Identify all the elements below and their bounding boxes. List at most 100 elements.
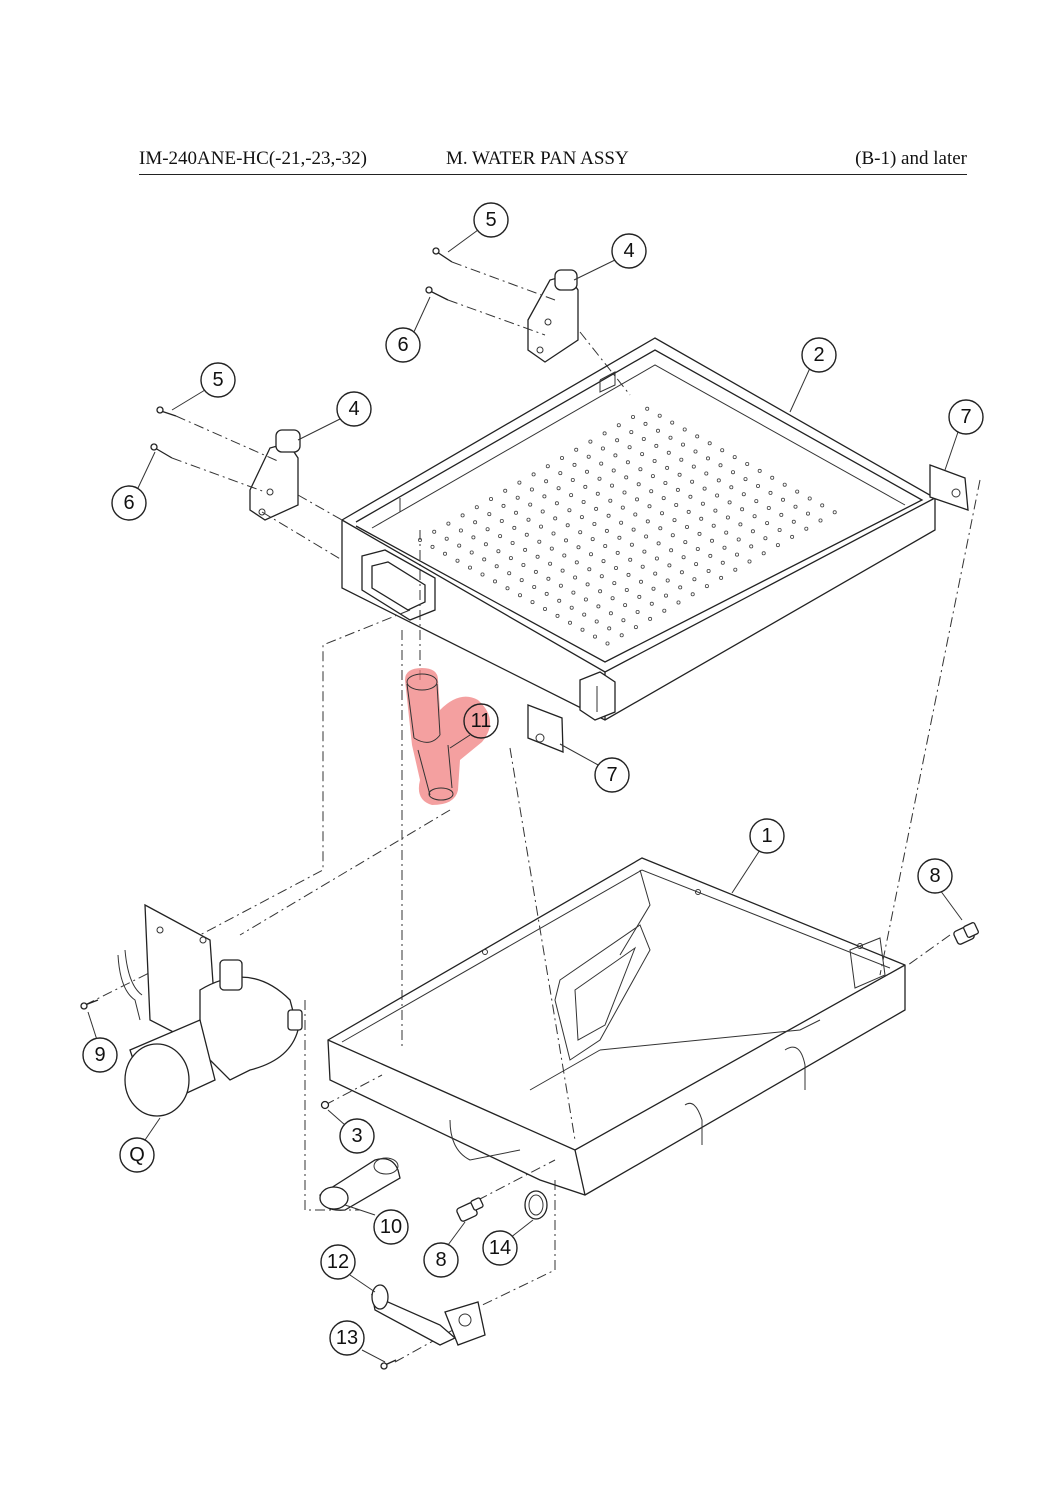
perforation-hole — [607, 626, 612, 631]
perforation-hole — [562, 553, 567, 558]
perforation-hole — [510, 541, 515, 546]
perforation-hole — [528, 502, 533, 507]
perforation-hole — [508, 556, 513, 561]
svg-text:13: 13 — [336, 1327, 358, 1349]
perforation-hole — [593, 634, 598, 639]
perforation-hole — [455, 558, 460, 563]
perforation-hole — [713, 508, 718, 513]
perforation-hole — [458, 528, 463, 533]
perforation-hole — [567, 508, 572, 513]
perforation-hole — [557, 598, 562, 603]
perforation-hole — [554, 501, 559, 506]
perforation-hole — [556, 486, 561, 491]
perforation-hole — [697, 531, 702, 536]
perforation-hole — [619, 520, 624, 525]
callout-2: 2 — [801, 337, 837, 373]
perforation-hole — [592, 522, 597, 527]
perforation-hole — [597, 476, 602, 481]
perforation-hole — [766, 505, 771, 510]
perforation-hole — [656, 428, 661, 433]
perforation-hole — [719, 575, 724, 580]
perforation-hole — [688, 494, 693, 499]
perforation-hole — [589, 552, 594, 557]
perforation-hole — [654, 556, 659, 561]
perforation-hole — [610, 483, 615, 488]
perforation-hole — [661, 496, 666, 501]
callout-1: 1 — [749, 818, 785, 854]
callout-6-lower: 6 — [111, 485, 147, 521]
svg-text:11: 11 — [471, 710, 492, 732]
perforation-hole — [636, 482, 641, 487]
hinge-lower — [249, 429, 301, 521]
perforation-hole — [596, 604, 601, 609]
perforation-hole — [613, 453, 618, 458]
perforation-hole — [682, 427, 687, 432]
perforation-hole — [656, 541, 661, 546]
perforation-hole — [681, 555, 686, 560]
perforation-hole — [621, 618, 626, 623]
perforation-hole — [667, 563, 672, 568]
perforation-hole — [670, 533, 675, 538]
perforation-hole — [643, 421, 648, 426]
perforation-hole — [615, 438, 620, 443]
perforation-hole — [638, 467, 643, 472]
callout-4-upper: 4 — [611, 233, 647, 269]
callout-3: 3 — [339, 1118, 375, 1154]
perforation-hole — [708, 553, 713, 558]
perforation-hole — [779, 512, 784, 517]
perforation-hole — [494, 564, 499, 569]
perforation-hole — [665, 465, 670, 470]
perforation-hole — [572, 462, 577, 467]
perforation-hole — [678, 585, 683, 590]
perforation-hole — [648, 616, 653, 621]
perforation-hole — [623, 603, 628, 608]
perforation-hole — [542, 494, 547, 499]
perforation-hole — [775, 543, 780, 548]
perforation-hole — [738, 522, 743, 527]
perforation-hole — [573, 575, 578, 580]
perforation-hole — [544, 479, 549, 484]
perforation-hole — [720, 560, 725, 565]
perforation-hole — [553, 516, 558, 521]
perforation-hole — [586, 454, 591, 459]
perforation-hole — [474, 505, 479, 510]
perforation-hole — [653, 571, 658, 576]
hinge-upper — [527, 269, 579, 363]
svg-text:1: 1 — [761, 825, 772, 847]
perforation-hole — [718, 463, 723, 468]
perforation-hole — [722, 545, 727, 550]
perforation-hole — [770, 475, 775, 480]
perforation-hole — [639, 579, 644, 584]
perforation-hole — [662, 608, 667, 613]
perforation-hole — [625, 460, 630, 465]
perforation-hole — [564, 538, 569, 543]
perforation-hole — [585, 469, 590, 474]
svg-text:8: 8 — [435, 1249, 446, 1271]
perforation-hole — [629, 430, 634, 435]
perforation-hole — [600, 446, 605, 451]
perforation-hole — [578, 530, 583, 535]
perforation-hole — [498, 534, 503, 539]
perforation-hole — [677, 472, 682, 477]
perforation-hole — [635, 497, 640, 502]
perforation-hole — [582, 612, 587, 617]
perforation-hole — [595, 491, 600, 496]
assembly-title: M. WATER PAN ASSY — [446, 148, 629, 169]
perforation-hole — [535, 554, 540, 559]
perforation-hole — [754, 499, 759, 504]
perforation-hole — [624, 588, 629, 593]
perforation-hole — [626, 572, 631, 577]
bracket-left — [527, 704, 564, 753]
perforation-hole — [467, 565, 472, 570]
perforation-hole — [608, 611, 613, 616]
perforation-hole — [605, 641, 610, 646]
perforation-hole — [725, 515, 730, 520]
perforation-hole — [793, 504, 798, 509]
perforation-hole — [647, 504, 652, 509]
perforation-hole — [679, 570, 684, 575]
perforation-hole — [727, 500, 732, 505]
hose-10 — [319, 1157, 401, 1211]
perforation-hole — [594, 619, 599, 624]
perforation-hole — [523, 547, 528, 552]
perforation-hole — [518, 593, 523, 598]
